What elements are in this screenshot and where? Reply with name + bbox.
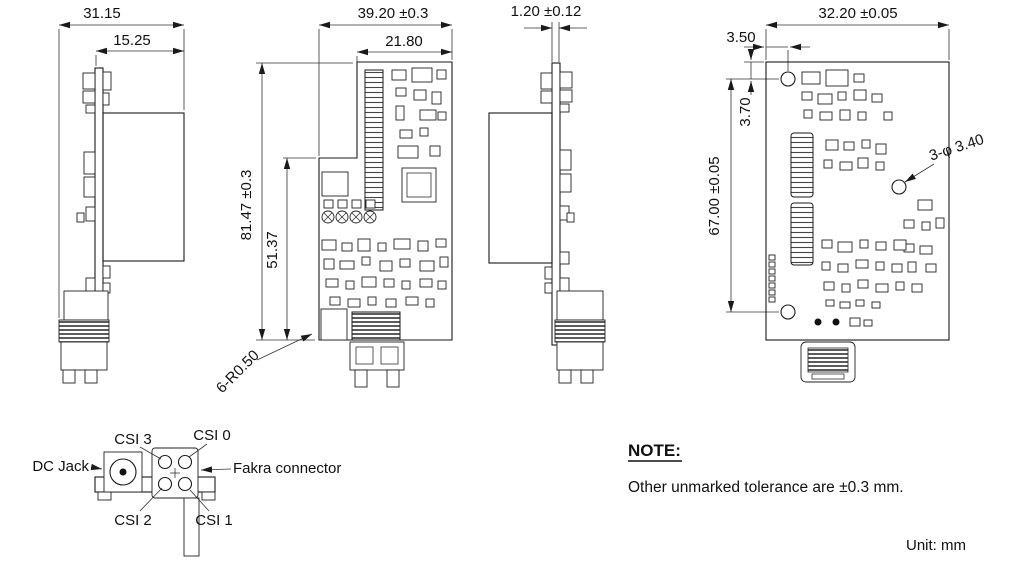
capacitor-row — [321, 199, 377, 224]
front-components — [320, 67, 449, 341]
view-right-side: 1.20 ±0.12 — [488, 3, 606, 384]
right-side-board — [488, 62, 606, 384]
label-fakra: Fakra connector — [233, 460, 341, 477]
dim-left-overall-width: 31.15 — [58, 5, 185, 318]
fakra-plug-front-view — [349, 341, 405, 388]
dim-front-overall-width: 39.20 ±0.3 — [318, 5, 453, 156]
bottom-plug-back-view — [800, 341, 856, 383]
notes-block: NOTE: Other unmarked tolerance are ±0.3 … — [628, 441, 966, 554]
pin-header-connector — [364, 69, 384, 211]
note-hole-diameter: 3-φ 3.40 — [904, 131, 986, 183]
note-corner-radius: 6-R0.50 — [213, 333, 313, 397]
mounting-hole-top-left — [780, 71, 796, 87]
corner-radius-text: 6-R0.50 — [213, 347, 263, 397]
dim-front-overall-width-text: 39.20 ±0.3 — [358, 5, 429, 22]
dim-back-hole-offset-x-text: 3.50 — [726, 29, 755, 46]
dim-back-hole-span-height: 67.00 ±0.05 — [706, 79, 779, 313]
label-csi0: CSI 0 — [193, 427, 231, 444]
dim-front-overall-height: 81.47 ±0.3 — [238, 62, 353, 341]
dim-left-overall-width-text: 31.15 — [83, 5, 121, 22]
dim-back-hole-offset-x: 3.50 — [726, 29, 810, 71]
note-unit: Unit: mm — [906, 537, 966, 554]
main-ic — [401, 167, 437, 203]
secondary-ic — [321, 171, 349, 197]
fakra-connector — [151, 447, 199, 499]
back-board-outline — [765, 61, 950, 341]
test-point-2 — [832, 318, 840, 326]
corner-connector — [320, 308, 348, 341]
left-side-board — [58, 67, 185, 384]
view-front: 39.20 ±0.3 21.80 81.47 ±0.3 51.37 6-R0.5… — [213, 5, 453, 397]
dim-front-overall-height-text: 81.47 ±0.3 — [238, 170, 255, 241]
dc-jack — [103, 451, 143, 493]
board-edge-connector — [351, 311, 401, 341]
heatsink-right-view — [488, 112, 553, 264]
label-csi1: CSI 1 — [195, 512, 233, 529]
dim-front-upper-width-text: 21.80 — [385, 33, 423, 50]
csi1-port — [177, 476, 193, 492]
view-back: 32.20 ±0.05 3.50 3.70 67.00 ±0.05 3-φ — [706, 5, 986, 383]
dim-back-hole-span-width-text: 32.20 ±0.05 — [818, 5, 897, 22]
label-csi3: CSI 3 — [114, 431, 152, 448]
fakra-plug-left-view — [58, 290, 110, 384]
heatsink-left-view — [102, 112, 185, 262]
test-point-1 — [814, 318, 822, 326]
dim-board-thickness-text: 1.20 ±0.12 — [511, 3, 582, 20]
dim-left-partial-width-text: 15.25 — [113, 32, 151, 49]
dim-back-hole-offset-y: 3.70 — [726, 49, 779, 127]
dc-jack-barrel — [109, 458, 137, 486]
fakra-plug-right-view — [554, 290, 606, 384]
antenna-tab — [183, 497, 200, 557]
board-to-board-connector-2 — [790, 202, 814, 266]
view-connector-detail: CSI 3 CSI 0 DC Jack Fakra connector CSI … — [32, 427, 341, 557]
label-dc-jack: DC Jack — [32, 458, 89, 475]
dim-back-hole-span-height-text: 67.00 ±0.05 — [706, 156, 723, 235]
front-board-outline — [318, 61, 453, 341]
dim-back-hole-offset-y-text: 3.70 — [737, 97, 754, 126]
dim-front-partial-height: 51.37 — [264, 157, 316, 340]
csi0-port — [177, 454, 193, 470]
dim-board-thickness: 1.20 ±0.12 — [511, 3, 587, 62]
dc-jack-pin — [119, 468, 127, 476]
label-csi2: CSI 2 — [114, 512, 152, 529]
dim-front-partial-height-text: 51.37 — [264, 231, 281, 269]
csi2-port — [157, 476, 173, 492]
dim-back-hole-span-width: 32.20 ±0.05 — [765, 5, 950, 60]
back-components — [768, 69, 945, 327]
view-left-side: 31.15 15.25 — [58, 5, 185, 384]
mounting-hole-bottom-left — [780, 304, 796, 320]
board-to-board-connector-1 — [790, 132, 814, 198]
note-tolerance: Other unmarked tolerance are ±0.3 mm. — [628, 479, 904, 496]
csi3-port — [157, 454, 173, 470]
detail-labels: CSI 3 CSI 0 DC Jack Fakra connector CSI … — [32, 427, 341, 529]
dim-left-partial-width: 15.25 — [95, 32, 184, 66]
dim-front-upper-width: 21.80 — [356, 33, 452, 62]
hole-diameter-text: 3-φ 3.40 — [927, 131, 986, 165]
note-title: NOTE: — [628, 441, 681, 460]
mounting-hole-right — [891, 179, 907, 195]
